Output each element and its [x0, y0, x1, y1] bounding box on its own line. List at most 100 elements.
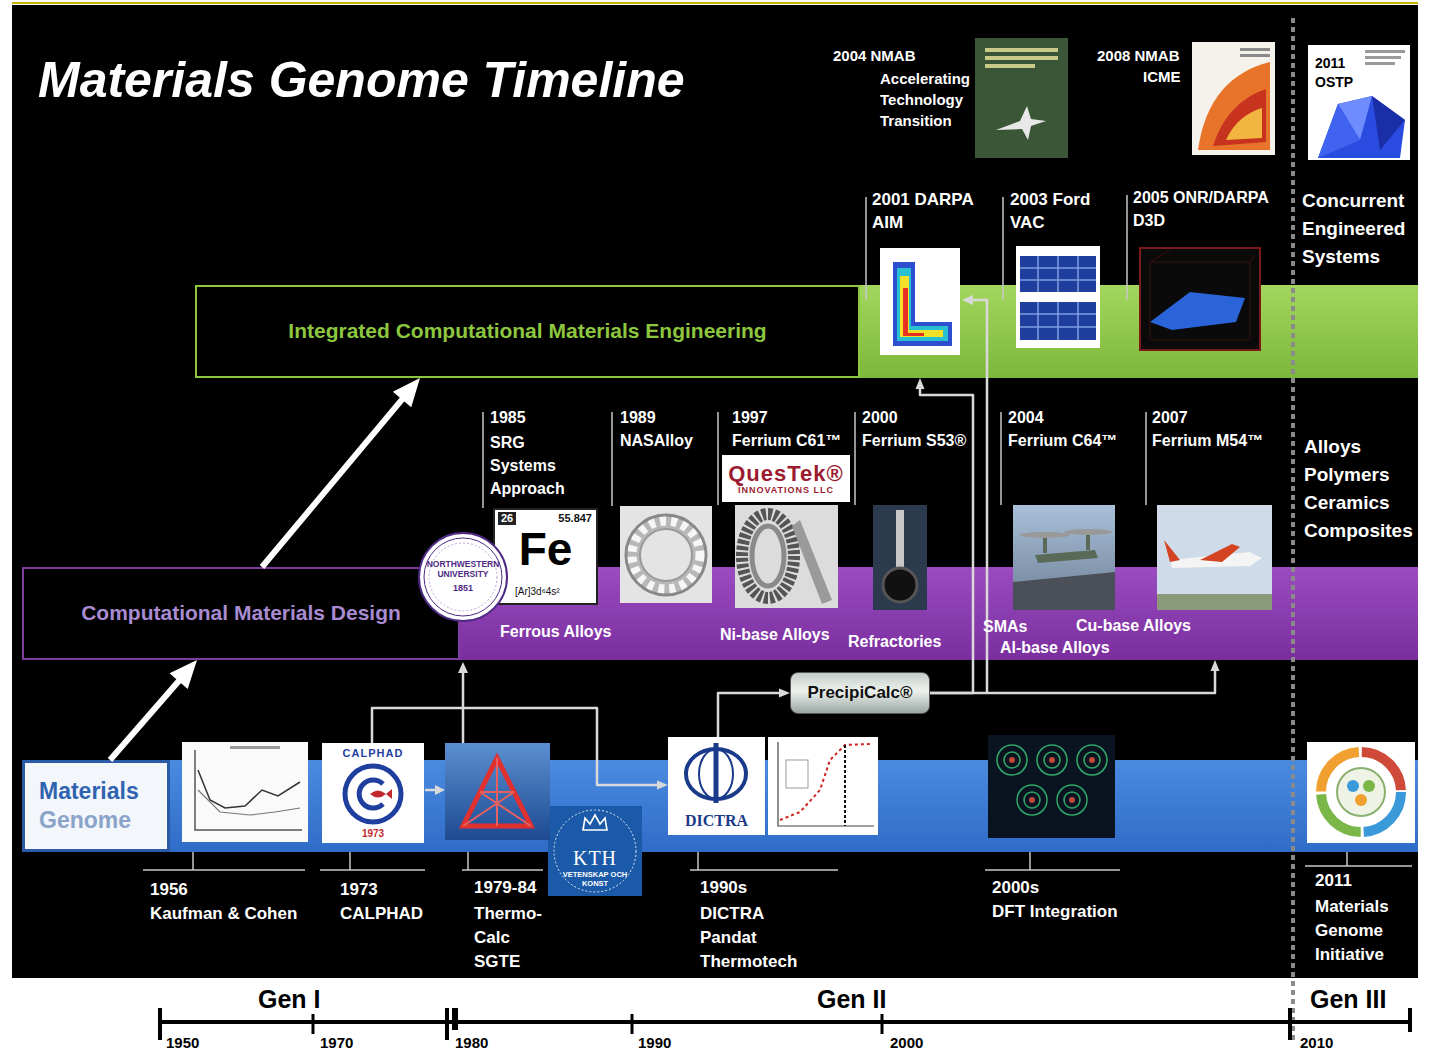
text-holder: Thermo-Calc SGTE: [474, 902, 542, 974]
report-cover: [1226, 108, 1262, 140]
report-cover: [1318, 104, 1360, 158]
report-cover: [1365, 56, 1401, 59]
text-holder: D3D: [1133, 211, 1165, 230]
dft-image: [997, 745, 1027, 775]
timeline-label: Ferrium S53®: [862, 431, 966, 450]
band-title: Genome: [39, 806, 131, 835]
report-cover: [985, 48, 1058, 52]
gear-image: [752, 526, 784, 586]
dft-image: [1037, 745, 1067, 775]
dft-image: [1084, 752, 1100, 768]
phase-diagram-image: [182, 742, 308, 842]
text-holder: OSTP: [1315, 74, 1353, 91]
text-holder: Ni-base Alloys: [720, 625, 830, 644]
text-holder: Alloys Polymers Ceramics Composites: [1304, 433, 1413, 545]
gear-image: [735, 505, 838, 608]
gear-image: [792, 520, 832, 604]
dft-image: [1009, 757, 1015, 763]
connector-line: [718, 693, 783, 737]
flow-connector: [930, 660, 1220, 693]
timeline-label: 2001 DARPA: [872, 190, 974, 210]
report-cover: [1308, 45, 1410, 160]
report-label: OSTP: [1315, 74, 1353, 91]
text-holder: 2004: [1008, 408, 1044, 427]
aircraft-image: [1157, 594, 1272, 610]
axis-year: 1990: [638, 1034, 671, 1052]
phase-diagram-image: [182, 742, 308, 842]
report-label: 2004 NMAB: [833, 47, 916, 65]
gear-image: [735, 505, 838, 608]
text-holder: 2000: [862, 408, 898, 427]
software-logo: DICTRA: [668, 737, 765, 835]
material-class-label: Ni-base Alloys: [720, 625, 830, 644]
connector-line: [110, 673, 186, 760]
text-holder: Concurrent Engineered Systems: [1302, 187, 1405, 271]
text-holder: 2003 Ford: [1010, 190, 1090, 210]
title-holder: Materials Genome Timeline: [38, 50, 685, 110]
text-holder: 26: [498, 512, 516, 525]
simulation-image: [900, 276, 943, 337]
text-holder: 1970: [320, 1034, 353, 1052]
simulation-image: [897, 268, 948, 341]
text-holder: SMAs: [983, 617, 1027, 636]
software-logo: CALPHAD1973: [322, 743, 424, 843]
phase-diagram-image: [198, 770, 300, 808]
text-holder: NASAlloy: [620, 431, 693, 450]
flow-arrowhead: [435, 785, 445, 795]
text-holder: 2008 NMAB: [1097, 47, 1180, 65]
axis-year: 2010: [1300, 1034, 1333, 1052]
text-holder: Ferrium C61™: [732, 431, 841, 450]
initiative-image: [1307, 742, 1415, 843]
text-holder: VAC: [1010, 213, 1045, 233]
simulation-image: [1140, 248, 1260, 350]
logo-motto: VETENSKAP OCH KONST: [560, 870, 630, 888]
landing-gear-image: [883, 568, 917, 602]
aircraft-image: [1200, 544, 1240, 562]
engine-image: [1038, 256, 1078, 340]
text-holder: 2004 NMAB: [833, 47, 916, 65]
text-holder: DICTRA: [668, 811, 765, 830]
initiative-image: [1307, 742, 1415, 843]
time-axis: [313, 1014, 882, 1034]
simulation-plot-image: [768, 737, 878, 835]
progress-arrow: [262, 378, 420, 567]
dft-image: [988, 735, 1115, 838]
arrowhead: [916, 378, 925, 389]
company-logo: QuesTek®INNOVATIONS LLC: [722, 455, 850, 502]
engine-image: [1016, 246, 1100, 348]
aircraft-image: [1020, 532, 1070, 538]
report-label: 2008 NMAB: [1097, 47, 1180, 65]
simulation-plot-image: [780, 744, 870, 820]
seal-outline: [424, 538, 502, 616]
report-label: Accelerating Technology Transition: [880, 68, 970, 131]
report-cover: [985, 64, 1035, 68]
connector-line: [372, 708, 661, 785]
timeline-label: Ferrium C61™: [732, 431, 841, 450]
text-holder: 2011: [1315, 55, 1345, 72]
timeline-label: 1956: [150, 880, 188, 900]
element-symbol: Fe: [495, 524, 596, 575]
text-holder: 1973: [322, 828, 424, 840]
axis-year: 2000: [890, 1034, 923, 1052]
dft-image: [1077, 745, 1107, 775]
dft-image: [988, 735, 1115, 838]
flow-connector: [372, 708, 668, 790]
software-logo-image: [445, 743, 550, 840]
generation-label: Gen I: [258, 984, 321, 1014]
timeline-label: 1973: [340, 880, 378, 900]
text-holder: Materials Genome Initiative: [1315, 895, 1389, 967]
dft-image: [1044, 752, 1060, 768]
aircraft-image: [1157, 505, 1272, 610]
band-label-box: Integrated Computational Materials Engin…: [195, 285, 860, 378]
leader-line: [985, 852, 1120, 870]
text-holder: DICTRA Pandat Thermotech: [700, 902, 797, 974]
aircraft-image: [1164, 540, 1180, 562]
software-name: PrecipiCalc®: [807, 683, 912, 703]
engine-image: [1016, 246, 1100, 348]
text-holder: Cu-base Alloys: [1076, 616, 1191, 635]
text-holder: 2007: [1152, 408, 1188, 427]
dictra-emblem: [714, 743, 719, 803]
text-holder: 2000s: [992, 878, 1039, 898]
flow-arrowhead: [458, 662, 468, 673]
top-rule: [12, 2, 1418, 4]
